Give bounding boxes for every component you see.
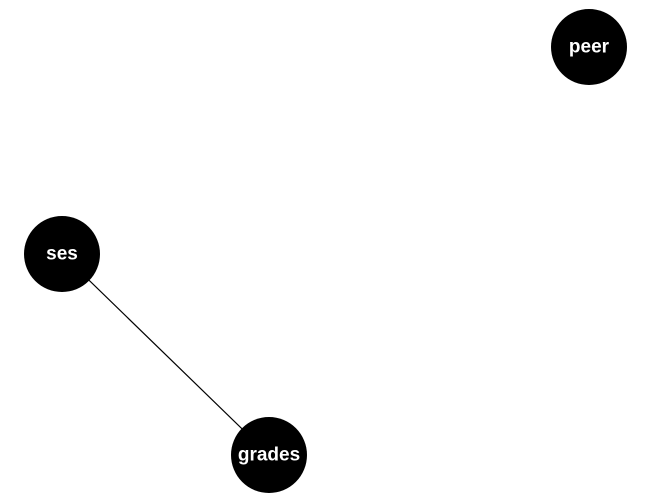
edge-ses-grades [61,253,270,456]
node-ses[interactable]: ses [24,216,100,292]
node-peer[interactable]: peer [551,9,627,85]
node-label-grades: grades [238,445,300,466]
nodes-layer: peer ses grades [24,9,627,493]
edges-layer [61,253,270,456]
node-grades[interactable]: grades [231,417,307,493]
node-label-peer: peer [569,37,610,58]
node-label-ses: ses [46,244,78,265]
